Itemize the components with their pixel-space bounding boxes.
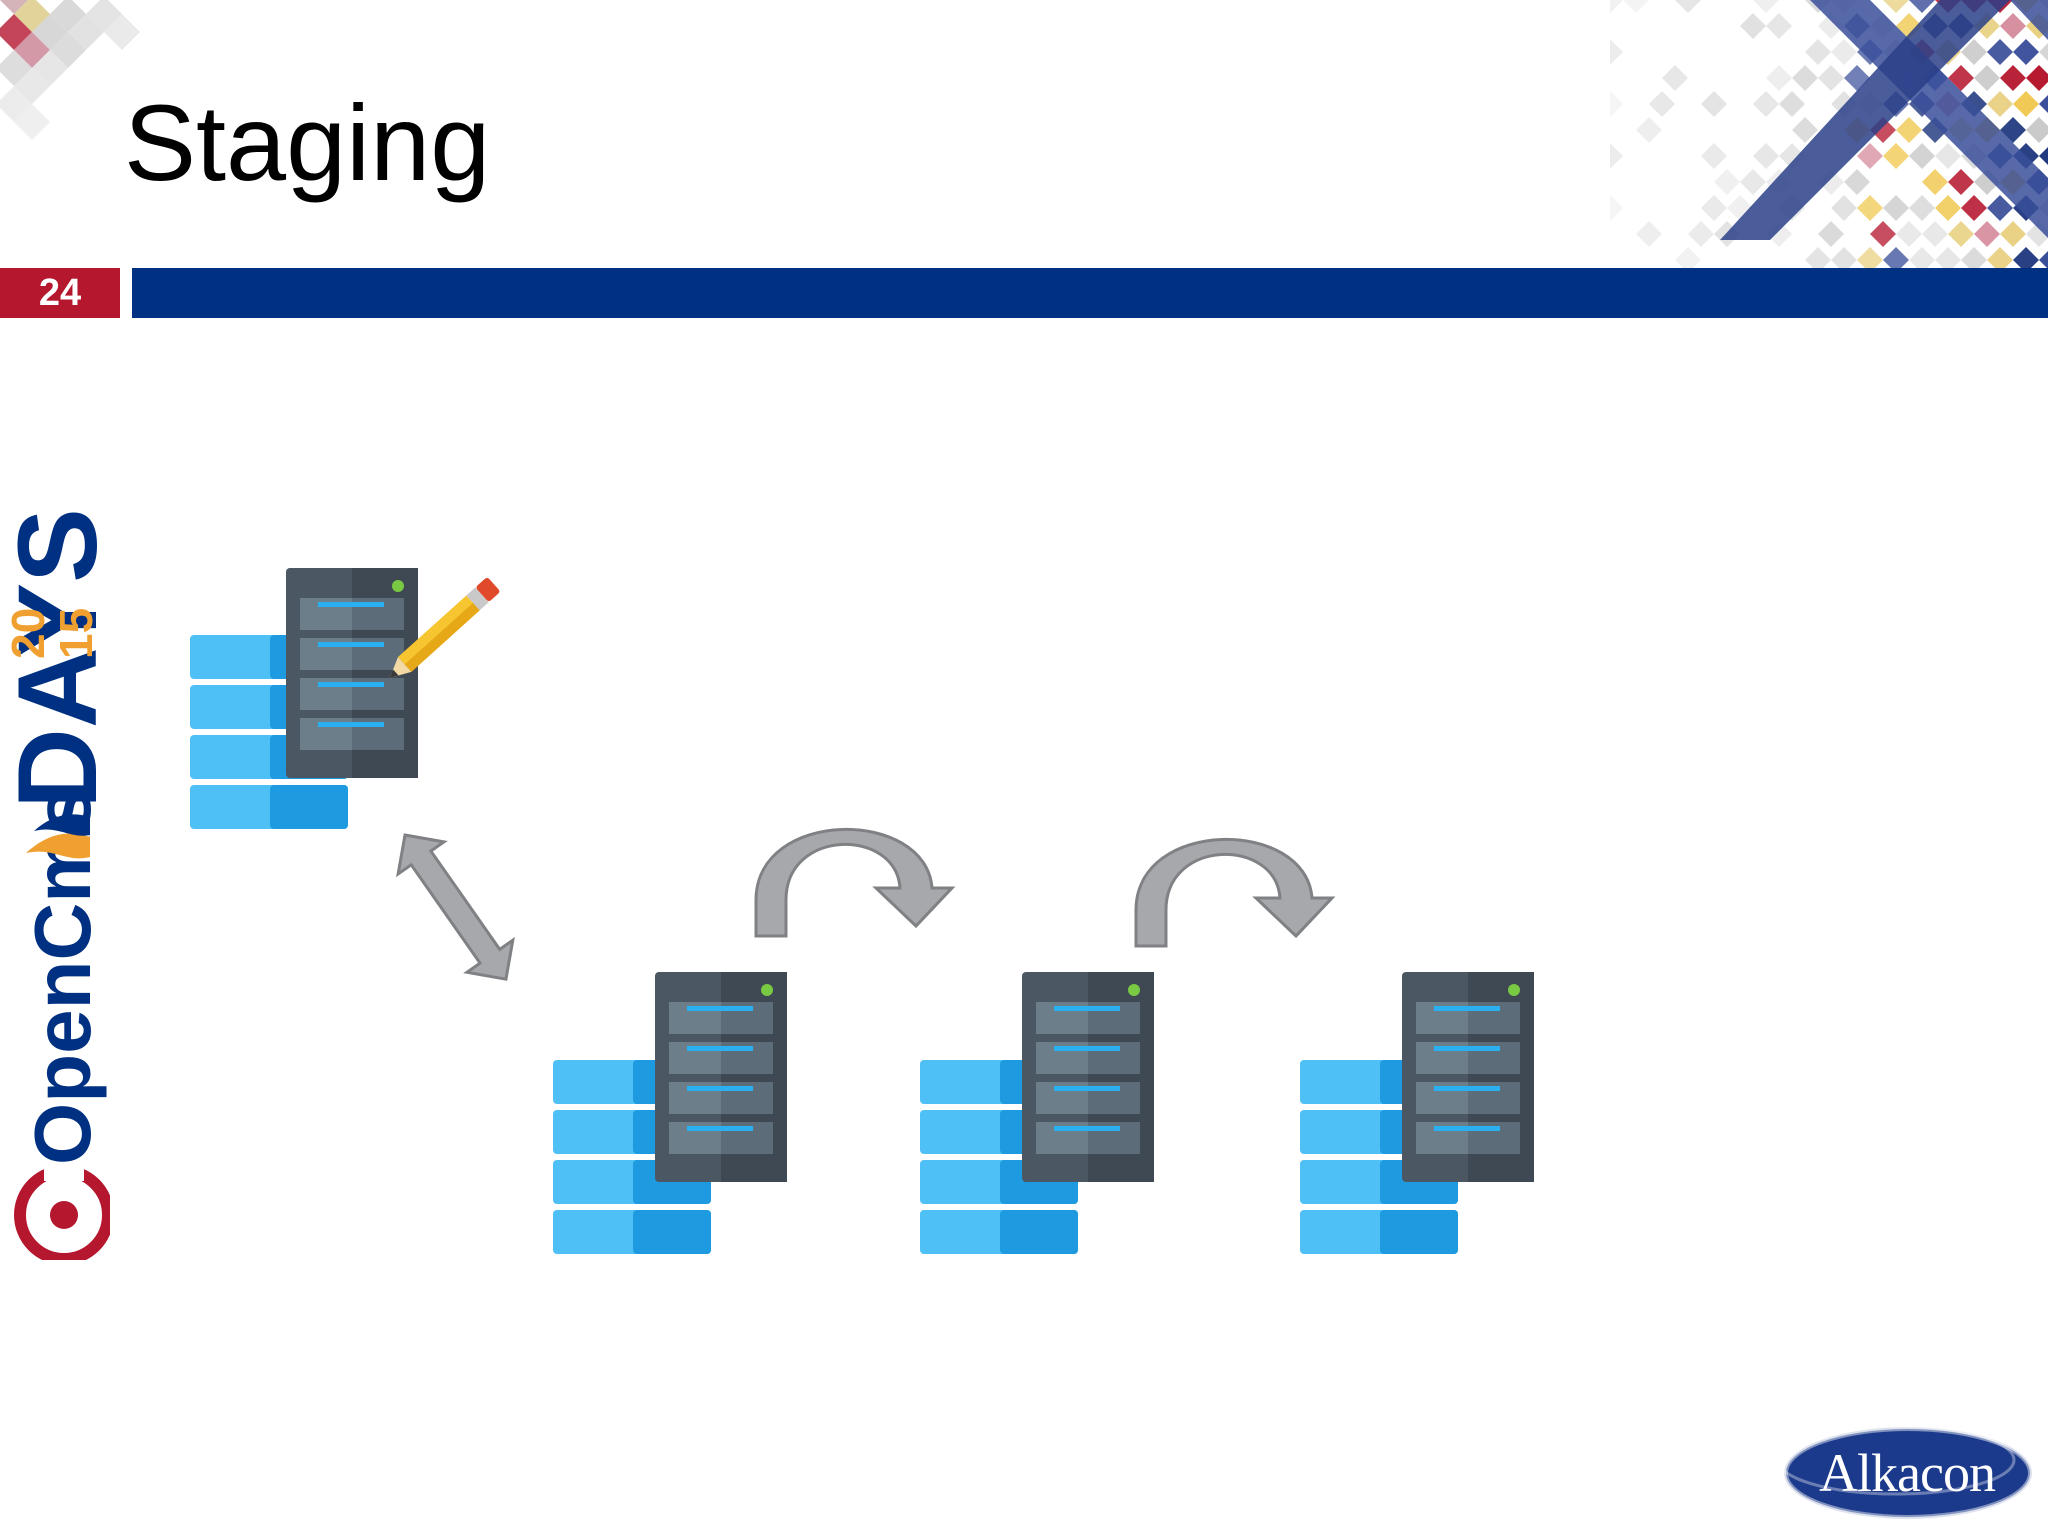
alkacon-logo-text: Alkacon	[1792, 1425, 2022, 1520]
server-icon	[1402, 972, 1534, 1182]
authoring-server-node	[190, 568, 501, 829]
publish-curved-arrow-icon-1	[756, 829, 952, 936]
server-icon	[655, 972, 787, 1182]
sync-double-arrow-icon	[382, 819, 529, 995]
stage-server-node-3	[1300, 972, 1534, 1254]
publish-curved-arrow-icon-2	[1136, 839, 1332, 946]
server-icon	[1022, 972, 1154, 1182]
stage-server-node-1	[553, 972, 787, 1254]
stage-server-node-2	[920, 972, 1154, 1254]
